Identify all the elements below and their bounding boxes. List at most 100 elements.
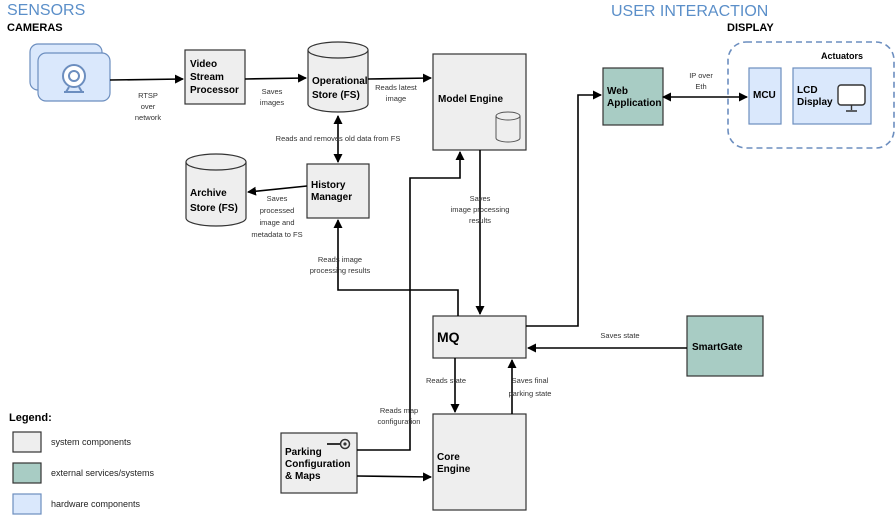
ip-over-eth-label: Eth bbox=[695, 82, 706, 91]
saves-results-label: results bbox=[469, 216, 491, 225]
actuators-label: Actuators bbox=[821, 51, 863, 61]
reads-map-label: configuration bbox=[378, 417, 421, 426]
saves-images-label: images bbox=[260, 98, 284, 107]
archive-store-line: Archive bbox=[190, 188, 227, 199]
parking-config-line: Parking bbox=[285, 447, 322, 458]
reads-removes-label: Reads and removes old data from FS bbox=[276, 134, 401, 143]
legend-swatch-hardware bbox=[12, 493, 42, 515]
video-stream-processor-line: Processor bbox=[190, 85, 239, 96]
history-manager-line: Manager bbox=[311, 192, 352, 203]
legend-title: Legend: bbox=[9, 412, 52, 424]
rtsp-label: RTSP bbox=[138, 91, 158, 100]
edge-mq-to-webapp bbox=[526, 90, 602, 327]
edge-vsp-to-opstore bbox=[244, 73, 307, 83]
core-engine-line: Engine bbox=[437, 464, 471, 475]
edge-config-to-model bbox=[357, 151, 465, 451]
saves-processed-label: processed bbox=[260, 206, 295, 215]
edge-mq-to-history bbox=[333, 219, 459, 316]
legend-item-external: external services/systems bbox=[51, 468, 155, 478]
video-stream-processor-line: Video bbox=[190, 59, 217, 70]
legend-swatch-system bbox=[12, 431, 42, 453]
ip-over-eth-label: IP over bbox=[689, 71, 713, 80]
cameras-heading: CAMERAS bbox=[7, 22, 63, 34]
legend-swatch-external bbox=[12, 462, 42, 484]
sensors-heading: SENSORS bbox=[7, 2, 85, 19]
cameras-node bbox=[29, 43, 111, 102]
camera-icon bbox=[62, 64, 86, 93]
reads-latest-label: Reads latest bbox=[375, 83, 418, 92]
saves-final-label: Saves final bbox=[512, 376, 549, 385]
legend: Legend: system components external servi… bbox=[9, 412, 155, 515]
smartgate-label: SmartGate bbox=[692, 342, 743, 353]
wrench-icon bbox=[327, 438, 351, 450]
mq-label: MQ bbox=[437, 329, 460, 345]
saves-final-label: parking state bbox=[509, 389, 552, 398]
lcd-display-line: Display bbox=[797, 97, 833, 108]
reads-results-label: processing results bbox=[310, 266, 371, 275]
reads-state-label: Reads state bbox=[426, 376, 466, 385]
legend-item-hardware: hardware components bbox=[51, 499, 141, 509]
parking-config-line: & Maps bbox=[285, 471, 321, 482]
history-manager-line: History bbox=[311, 180, 346, 191]
saves-processed-label: metadata to FS bbox=[251, 230, 302, 239]
mq-node: MQ bbox=[432, 315, 527, 359]
rtsp-label: network bbox=[135, 113, 162, 122]
saves-processed-label: Saves bbox=[267, 194, 288, 203]
display-heading: DISPLAY bbox=[727, 22, 774, 34]
edge-history-to-archive bbox=[247, 185, 308, 196]
reads-latest-label: image bbox=[386, 94, 406, 103]
smartgate-node: SmartGate bbox=[686, 315, 764, 377]
user-interaction-heading: USER INTERACTION bbox=[611, 3, 768, 20]
web-application-line: Application bbox=[607, 98, 661, 109]
saves-results-label: Saves bbox=[470, 194, 491, 203]
model-engine-node: Model Engine bbox=[432, 53, 527, 151]
saves-state-label: Saves state bbox=[600, 331, 639, 340]
rtsp-label: over bbox=[141, 102, 156, 111]
saves-images-label: Saves bbox=[262, 87, 283, 96]
monitor-icon bbox=[837, 84, 866, 112]
edge-opstore-to-model bbox=[367, 73, 432, 83]
database-icon bbox=[495, 111, 521, 143]
web-application-line: Web bbox=[607, 86, 628, 97]
mcu-node bbox=[748, 67, 782, 125]
reads-results-label: Reads image bbox=[318, 255, 362, 264]
video-stream-processor-line: Stream bbox=[190, 72, 224, 83]
reads-map-label: Reads map bbox=[380, 406, 418, 415]
archive-store-line: Store (FS) bbox=[190, 203, 238, 214]
mcu-label: MCU bbox=[753, 90, 776, 101]
model-engine-label: Model Engine bbox=[438, 94, 503, 105]
saves-processed-label: image and bbox=[259, 218, 294, 227]
operational-store-line: Operational bbox=[312, 76, 368, 87]
lcd-display-line: LCD bbox=[797, 85, 818, 96]
parking-config-line: Configuration bbox=[285, 459, 351, 470]
operational-store-line: Store (FS) bbox=[312, 90, 360, 101]
saves-results-label: image processing bbox=[451, 205, 510, 214]
edge-config-to-core bbox=[356, 472, 432, 482]
